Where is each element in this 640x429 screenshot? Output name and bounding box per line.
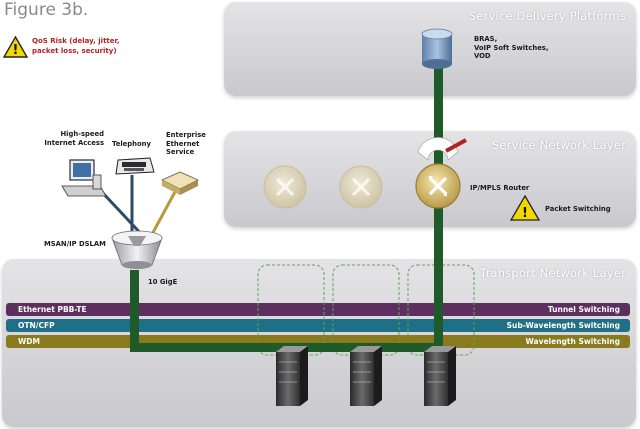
risk-note: QoS Risk (delay, jitter, packet loss, se… (32, 36, 120, 56)
link-enterprise (148, 189, 178, 239)
figure-label: Figure 3b. (4, 0, 89, 20)
platforms-line3: VOD (474, 52, 491, 60)
platform-database-icon (421, 28, 453, 69)
platforms-line2: VoIP Soft Switches, (474, 43, 549, 52)
enterprise-line3: Service (166, 148, 195, 156)
fiber-vertical-msan (130, 270, 139, 352)
band-wdm-left-label: WDM (18, 337, 40, 346)
risk-warning-icon: ! (3, 36, 28, 58)
svg-text:!: ! (522, 206, 528, 221)
msan-label: MSAN/IP DSLAM (44, 240, 106, 248)
switch-box-1 (257, 264, 325, 356)
high-speed-line1: High-speed (60, 130, 104, 138)
band-wdm-right-label: Wavelength Switching (525, 337, 621, 346)
high-speed-label: High-speed Internet Access (34, 130, 104, 147)
enterprise-line1: Enterprise (166, 131, 206, 139)
transport-network-title: Transport Network Layer (480, 266, 626, 280)
enterprise-label: Enterprise Ethernet Service (166, 131, 206, 157)
packet-switching-label: Packet Switching (545, 205, 611, 213)
msan-device (111, 230, 163, 269)
service-network-title: Service Network Layer (491, 138, 626, 152)
pc-icon (61, 159, 107, 197)
enterprise-line2: Ethernet (166, 139, 200, 148)
packet-switching-warning-icon: ! (509, 194, 541, 221)
router-gauge-icon (417, 137, 467, 161)
router-label: IP/MPLS Router (470, 184, 530, 192)
platforms-label: BRAS, VoIP Soft Switches, VOD (474, 35, 548, 61)
band-ethernet-left-label: Ethernet PBB-TE (18, 305, 87, 314)
telephone-icon (115, 157, 155, 175)
server-rack-1 (276, 346, 308, 406)
band-otn-right-label: Sub-Wavelength Switching (506, 321, 620, 330)
router-ip-mpls (415, 163, 461, 209)
switch-box-2 (332, 264, 400, 356)
server-rack-2 (350, 346, 382, 406)
router-faded-1 (263, 165, 307, 209)
high-speed-line2: Internet Access (44, 138, 104, 147)
telephony-label: Telephony (112, 140, 151, 148)
svg-text:!: ! (13, 43, 19, 58)
platforms-line1: BRAS, (474, 35, 498, 43)
risk-note-line1: QoS Risk (delay, jitter, (32, 37, 120, 45)
risk-note-line2: packet loss, security) (32, 47, 117, 55)
router-faded-2 (339, 165, 383, 209)
link-pc (98, 188, 147, 240)
enterprise-box-icon (161, 171, 199, 195)
service-delivery-title: Service Delivery Platforms (468, 9, 626, 23)
server-rack-3 (424, 346, 456, 406)
band-otn-left-label: OTN/CFP (18, 321, 55, 330)
link-speed-label: 10 GigE (148, 278, 178, 286)
band-ethernet-right-label: Tunnel Switching (547, 305, 620, 314)
